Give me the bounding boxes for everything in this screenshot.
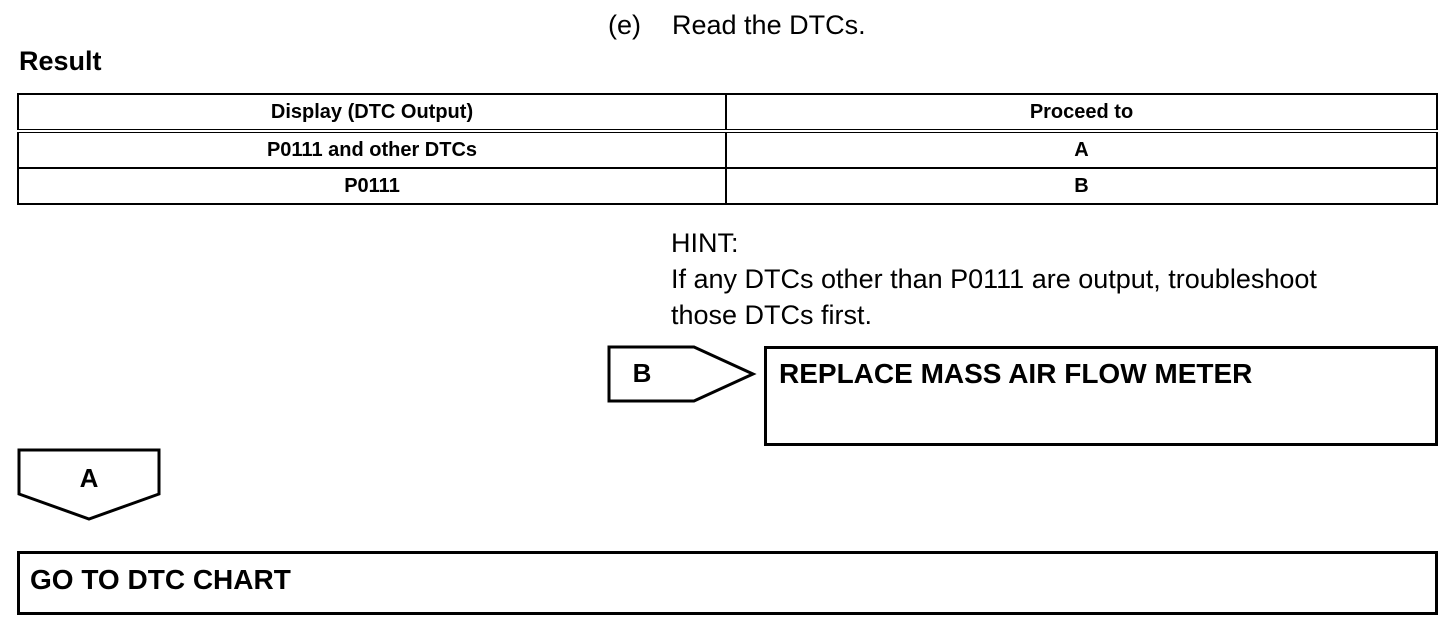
hint-line: If any DTCs other than P0111 are output,…: [671, 264, 1317, 294]
step-text: Read the DTCs.: [672, 10, 866, 40]
table-header-row: Display (DTC Output) Proceed to: [17, 93, 1438, 133]
hint-label: HINT:: [671, 228, 739, 258]
table-row: P0111 B: [17, 167, 1438, 205]
cell-display: P0111 and other DTCs: [17, 130, 727, 169]
result-table: Display (DTC Output) Proceed to P0111 an…: [17, 93, 1438, 205]
branch-b-label: B: [633, 358, 652, 388]
goto-action-text: GO TO DTC CHART: [30, 564, 291, 595]
goto-action-box: [17, 551, 1438, 615]
cell-display: P0111: [17, 167, 727, 205]
hint-line: those DTCs first.: [671, 300, 873, 330]
branch-a-arrow-icon: A: [17, 448, 161, 521]
step-letter: (e): [608, 10, 641, 40]
header-proceed: Proceed to: [725, 93, 1438, 133]
table-row: P0111 and other DTCs A: [17, 130, 1438, 169]
cell-proceed: A: [725, 130, 1438, 169]
branch-a-label: A: [80, 463, 99, 493]
hint-block: HINT: If any DTCs other than P0111 are o…: [671, 225, 1317, 333]
replace-action-box: [764, 346, 1438, 446]
cell-proceed: B: [725, 167, 1438, 205]
branch-b-arrow-icon: B: [607, 345, 757, 403]
replace-action-text: REPLACE MASS AIR FLOW METER: [779, 358, 1253, 389]
header-display: Display (DTC Output): [17, 93, 727, 133]
result-heading: Result: [19, 46, 102, 76]
